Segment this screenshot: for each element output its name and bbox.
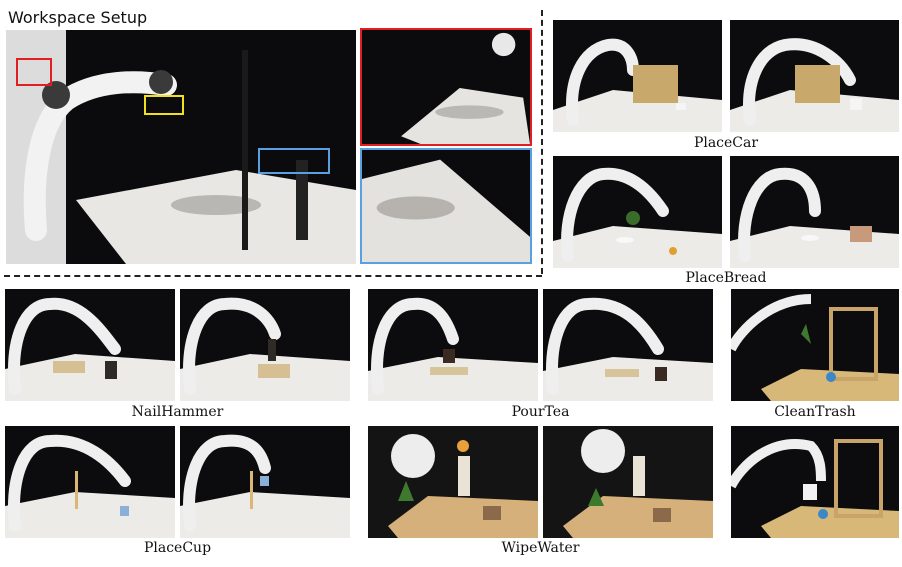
caption-placecar: PlaceCar [693,135,759,151]
caption-placebread: PlaceBread [685,270,767,286]
nailhammer-frame-1 [5,289,175,401]
workspace-camera-yellow-box [144,95,184,115]
dashed-divider-horizontal [4,275,542,277]
pourtea-frame-2 [543,289,713,401]
caption-wipewater: WipeWater [501,540,580,556]
workspace-photo [6,30,356,264]
front-camera-view [360,148,532,264]
cleantrash-frame-1 [731,289,899,401]
placebread-frame-1 [553,156,722,268]
placecup-frame-2 [180,426,350,538]
workspace-title: Workspace Setup [8,8,148,27]
cleantrash-frame-2 [731,426,899,538]
workspace-camera-blue-box [258,148,330,174]
placecar-frame-1 [553,20,722,132]
wipewater-frame-1 [368,426,538,538]
wipewater-frame-2 [543,426,713,538]
placebread-frame-2 [730,156,899,268]
caption-cleantrash: CleanTrash [774,404,856,420]
placecar-frame-2 [730,20,899,132]
placecup-frame-1 [5,426,175,538]
caption-pourtea: PourTea [511,404,570,420]
workspace-camera-red-box [16,58,52,86]
caption-nailhammer: NailHammer [131,404,224,420]
caption-placecup: PlaceCup [143,540,212,556]
dashed-divider-vertical [541,10,543,274]
pourtea-frame-1 [368,289,538,401]
nailhammer-frame-2 [180,289,350,401]
wrist-camera-view [360,28,532,146]
